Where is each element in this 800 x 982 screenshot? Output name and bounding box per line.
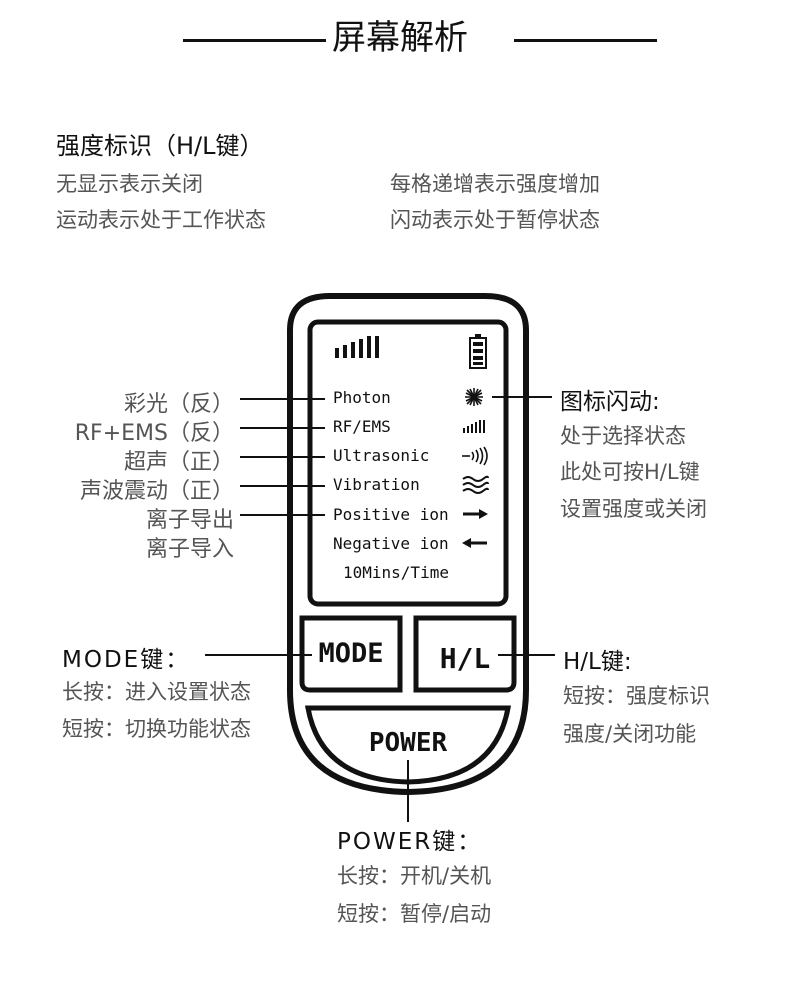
icon-note-line-2: 此处可按H/L键: [560, 460, 700, 484]
label-photon: 彩光（反）: [123, 392, 234, 417]
hl-button[interactable]: H/L: [439, 642, 491, 675]
title-rule-right: [514, 39, 657, 42]
arrow-right-icon: [463, 509, 488, 519]
label-ion-out: 离子导出: [145, 508, 234, 533]
screen-row-ultrasonic: Ultrasonic: [333, 446, 430, 465]
label-ultrasonic: 超声（正）: [123, 450, 234, 475]
mode-button-shape: [299, 615, 403, 693]
vibration-waves-icon: [462, 475, 489, 494]
power-key-long-press: 长按：开机/关机: [337, 864, 492, 888]
icon-note-line-3: 设置强度或关闭: [560, 497, 707, 521]
label-ion-in: 离子导入: [145, 537, 234, 562]
screen-frame: [307, 319, 509, 607]
mode-key-short-press: 短按：切换功能状态: [62, 717, 251, 741]
ultrasonic-waves-icon: [462, 446, 488, 466]
power-key-title: POWER键：: [337, 829, 483, 855]
power-button[interactable]: POWER: [368, 728, 448, 758]
title-rule-left: [183, 39, 326, 42]
mode-key-title: MODE键：: [62, 647, 191, 673]
page-title: 屏幕解析: [332, 18, 468, 58]
signal-bars-icon: [335, 336, 379, 358]
screen-row-negative-ion: Negative ion: [333, 534, 449, 553]
hl-button-shape: [413, 615, 517, 693]
hl-key-short-press: 短按：强度标识: [563, 684, 710, 708]
intensity-title: 强度标识（H/L键）: [56, 132, 264, 160]
photon-starburst-icon: [465, 388, 483, 406]
intensity-line-working: 运动表示处于工作状态: [56, 208, 266, 232]
rf-ems-bars-icon: [463, 420, 485, 433]
intensity-line-paused: 闪动表示处于暂停状态: [390, 208, 600, 232]
intensity-line-off: 无显示表示关闭: [56, 172, 203, 196]
arrow-left-icon: [462, 538, 487, 548]
hl-key-function: 强度/关闭功能: [563, 722, 697, 746]
hl-key-title: H/L键:: [563, 649, 632, 675]
icon-note-line-1: 处于选择状态: [560, 424, 686, 448]
callout-lines: [205, 396, 555, 822]
screen-row-timer: 10Mins/Time: [343, 563, 449, 582]
screen-row-photon: Photon: [333, 388, 391, 407]
label-rf-ems: RF+EMS（反）: [74, 421, 234, 446]
icon-note-title: 图标闪动:: [560, 389, 660, 415]
mode-button[interactable]: MODE: [318, 638, 384, 669]
intensity-line-increase: 每格递增表示强度增加: [390, 172, 600, 196]
battery-icon: [469, 334, 487, 369]
mode-key-long-press: 长按：进入设置状态: [62, 680, 251, 704]
label-vibration: 声波震动（正）: [79, 479, 234, 504]
power-key-short-press: 短按：暂停/启动: [337, 902, 492, 926]
screen-row-vibration: Vibration: [333, 475, 420, 494]
screen-row-positive-ion: Positive ion: [333, 505, 449, 524]
screen-row-rf-ems: RF/EMS: [333, 417, 391, 436]
